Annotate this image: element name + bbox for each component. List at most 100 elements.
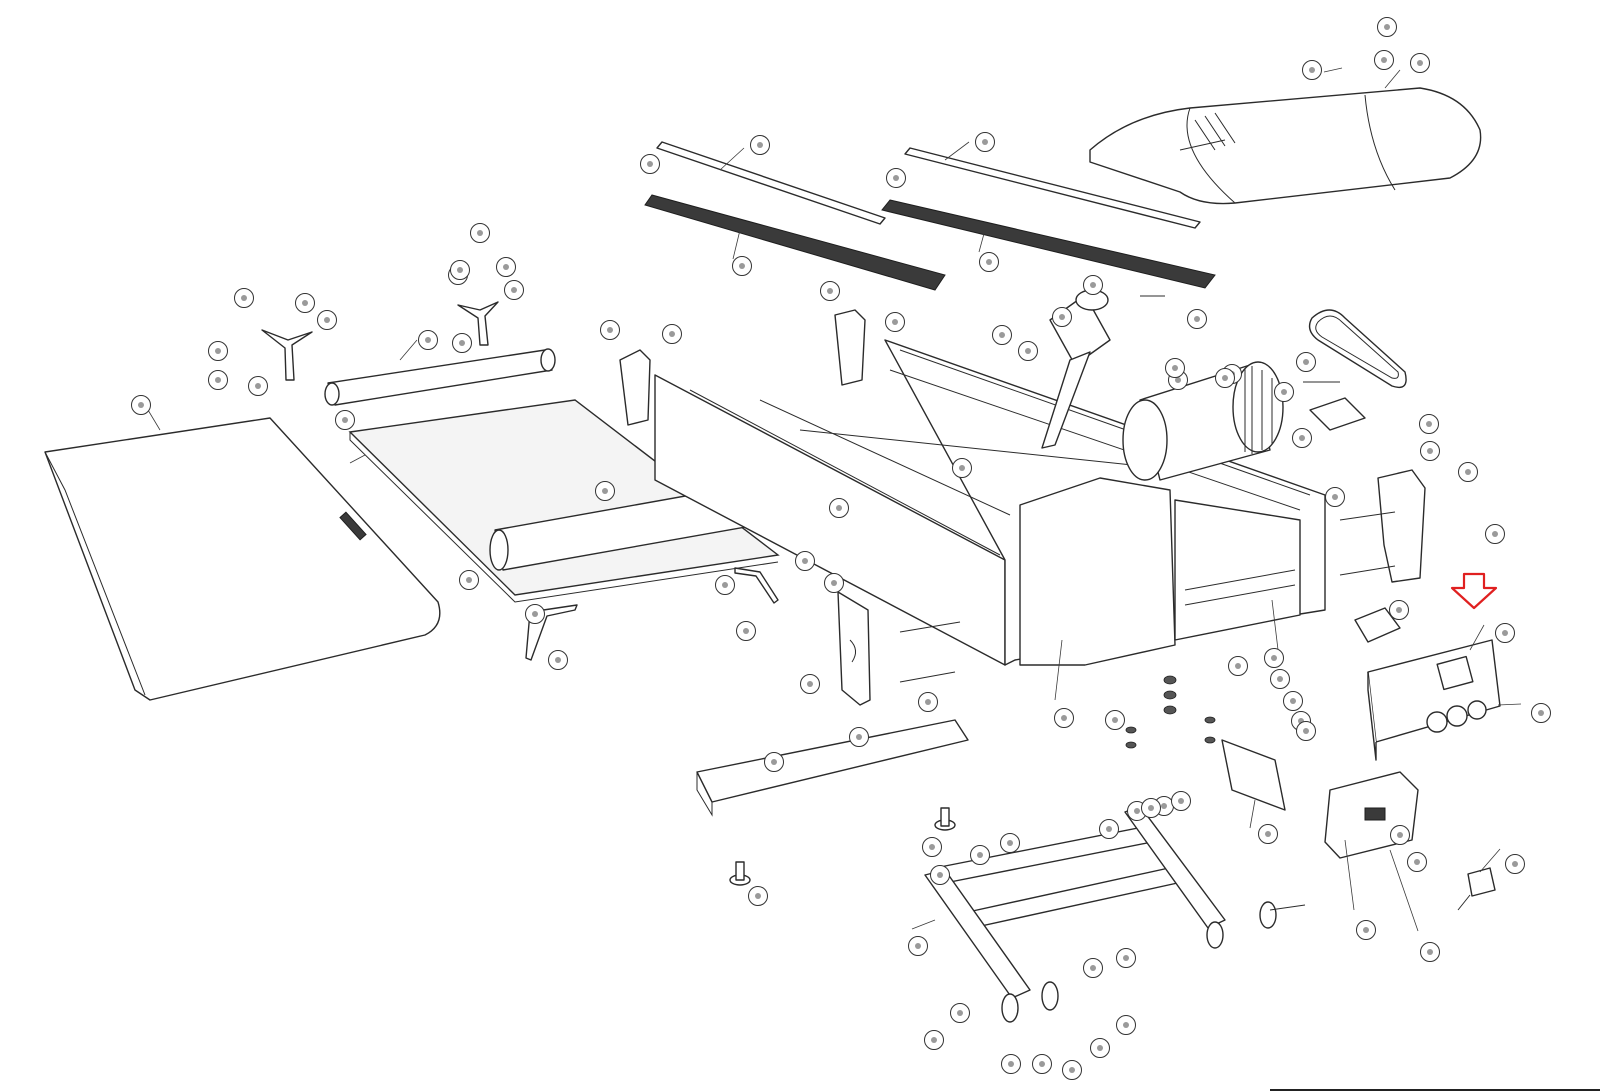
callout-number-mark: [1134, 808, 1140, 814]
callout-number-mark: [1414, 859, 1420, 865]
callout-number-mark: [255, 383, 261, 389]
callout-number-mark: [1123, 1022, 1129, 1028]
callout-number-mark: [893, 175, 899, 181]
callout-number-mark: [755, 893, 761, 899]
callout-number-mark: [892, 319, 898, 325]
leveling-foot: [729, 807, 956, 886]
lower-control-board: [1221, 739, 1286, 811]
callout-number-mark: [1299, 435, 1305, 441]
running-deck: [348, 399, 780, 603]
callout-number-mark: [1123, 955, 1129, 961]
callout-number-mark: [1161, 803, 1167, 809]
callout-number-mark: [739, 263, 745, 269]
callout-number-mark: [532, 611, 538, 617]
callout-number-mark: [1061, 715, 1067, 721]
callout-number-mark: [827, 288, 833, 294]
callout-number-mark: [1172, 365, 1178, 371]
callout-number-mark: [1538, 710, 1544, 716]
callout-number-mark: [1090, 282, 1096, 288]
callout-number-mark: [669, 331, 675, 337]
callout-number-mark: [1384, 24, 1390, 30]
callout-number-mark: [977, 852, 983, 858]
callout-number-mark: [959, 465, 965, 471]
callout-number-mark: [831, 580, 837, 586]
drive-motor: [1122, 361, 1284, 481]
callout-number-mark: [1512, 861, 1518, 867]
callout-number-mark: [807, 681, 813, 687]
rear-roller: [324, 348, 556, 406]
callout-number-mark: [1194, 316, 1200, 322]
callout-number-mark: [1427, 448, 1433, 454]
callout-number-mark: [1427, 949, 1433, 955]
callout-number-mark: [931, 1037, 937, 1043]
callout-number-mark: [1381, 57, 1387, 63]
callout-number-mark: [771, 759, 777, 765]
callout-number-mark: [982, 139, 988, 145]
side-bracket: [837, 591, 871, 706]
drive-belt: [1308, 309, 1407, 389]
callout-number-mark: [1039, 1061, 1045, 1067]
callout-number-mark: [1265, 831, 1271, 837]
callout-number-mark: [138, 402, 144, 408]
callout-number-mark: [511, 287, 517, 293]
leader-lines: [144, 67, 1522, 932]
callout-number-mark: [929, 844, 935, 850]
callout-number-mark: [722, 582, 728, 588]
hardware-stack: [1125, 675, 1216, 749]
callout-number-mark: [856, 734, 862, 740]
callout-number-mark: [1008, 1061, 1014, 1067]
callout-number-mark: [1097, 1045, 1103, 1051]
callout-number-mark: [1069, 1067, 1075, 1073]
callout-number-mark: [477, 230, 483, 236]
callout-number-mark: [1502, 630, 1508, 636]
front-cross-bar: [696, 719, 969, 817]
callout-number-mark: [986, 259, 992, 265]
callout-number-mark: [836, 505, 842, 511]
power-switch: [1457, 867, 1496, 911]
callout-number-mark: [215, 348, 221, 354]
callout-number-mark: [937, 872, 943, 878]
callout-number-mark: [1025, 348, 1031, 354]
motor-controller-board: [1367, 639, 1501, 761]
frame-end-cover: [1377, 469, 1426, 583]
callout-number-mark: [324, 317, 330, 323]
filter-box: [1354, 607, 1401, 643]
callout-number-mark: [1090, 965, 1096, 971]
callout-number-mark: [607, 327, 613, 333]
callout-number-mark: [1148, 805, 1154, 811]
callout-number-mark: [503, 264, 509, 270]
callout-number-mark: [1178, 798, 1184, 804]
callout-number-mark: [1175, 377, 1181, 383]
callout-number-mark: [1426, 421, 1432, 427]
motor-cover: [44, 417, 441, 701]
callout-number-mark: [1271, 655, 1277, 661]
callout-number-mark: [1397, 832, 1403, 838]
upright-plate-left: [619, 309, 866, 426]
callout-number-mark: [1235, 663, 1241, 669]
callout-number-mark: [241, 295, 247, 301]
callout-number-mark: [555, 657, 561, 663]
bolts: [899, 295, 1396, 911]
callout-number-mark: [459, 340, 465, 346]
callout-number-mark: [1303, 728, 1309, 734]
main-frame: [654, 339, 1326, 666]
callout-number-mark: [1222, 375, 1228, 381]
callout-number-mark: [1106, 826, 1112, 832]
callout-number-mark: [1332, 494, 1338, 500]
callout-number-mark: [1492, 531, 1498, 537]
callout-number-mark: [215, 377, 221, 383]
callout-number-mark: [1465, 469, 1471, 475]
callout-number-mark: [757, 142, 763, 148]
motor-hood: [1089, 87, 1482, 205]
incline-frame: [924, 805, 1277, 1023]
callout-number-mark: [466, 577, 472, 583]
callout-number-mark: [1303, 359, 1309, 365]
callout-number-mark: [915, 943, 921, 949]
callout-number-mark: [647, 161, 653, 167]
callout-number-mark: [1281, 389, 1287, 395]
callout-number-mark: [957, 1010, 963, 1016]
callout-number-mark: [457, 267, 463, 273]
callout-number-mark: [925, 699, 931, 705]
callout-number-mark: [1007, 840, 1013, 846]
callout-number-mark: [1112, 717, 1118, 723]
